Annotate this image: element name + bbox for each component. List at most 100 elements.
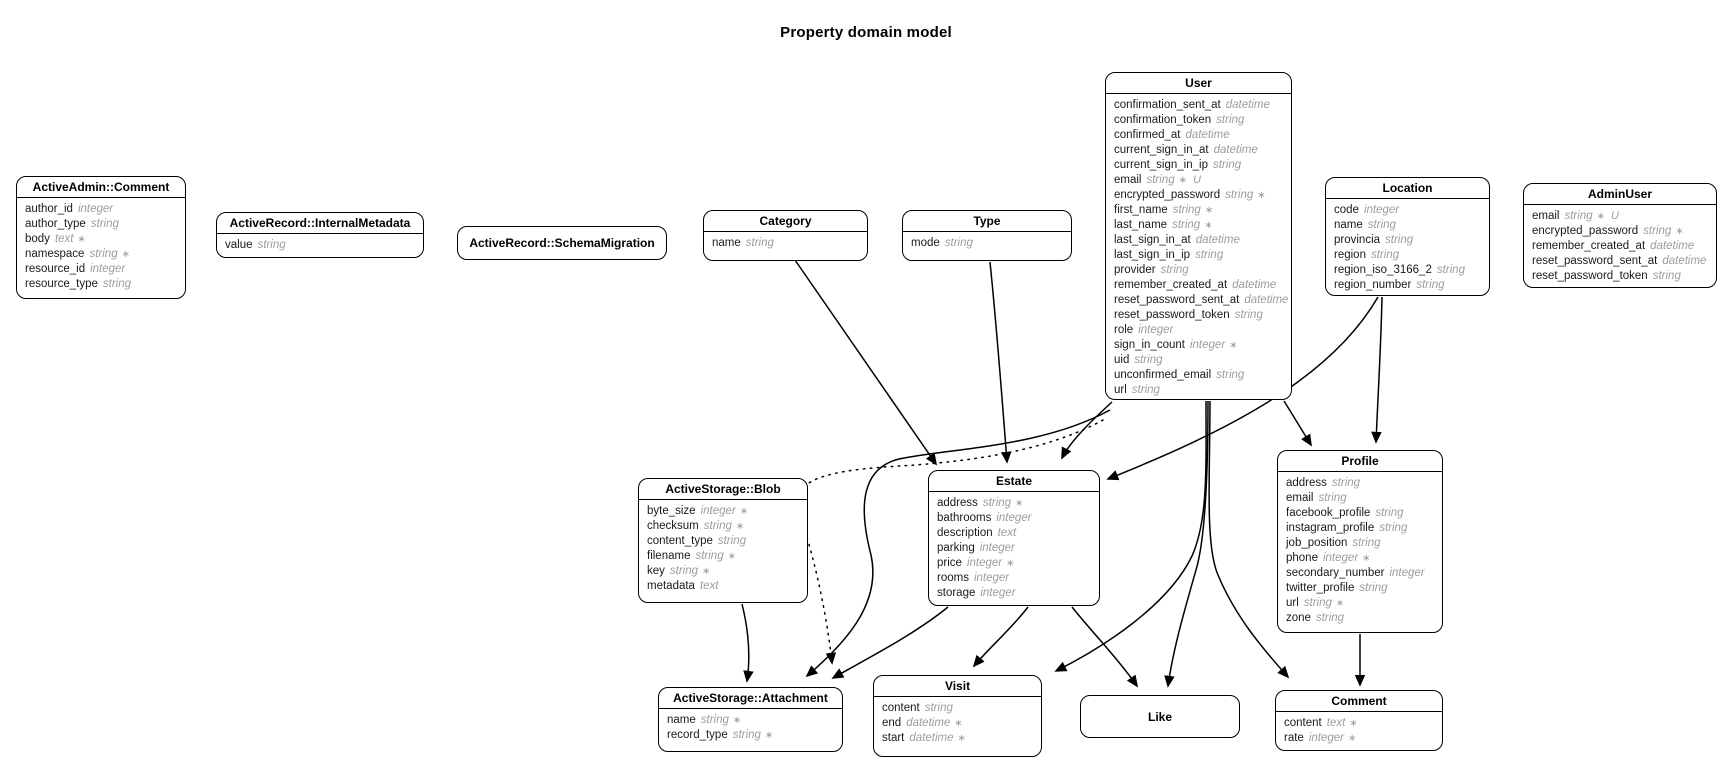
- entity-title-location: Location: [1326, 178, 1489, 199]
- attribute-type: string: [1652, 270, 1681, 282]
- attribute-type: datetime: [906, 717, 951, 729]
- required-marker: ∗: [1596, 211, 1605, 222]
- attribute-type: string: [669, 565, 699, 577]
- attribute-name: storage: [937, 587, 976, 599]
- edge-user-like: [1164, 400, 1209, 688]
- attribute-type: string: [1643, 225, 1672, 237]
- attribute-name: provider: [1114, 264, 1156, 276]
- attribute-name: region: [1334, 249, 1366, 261]
- attribute-type: string: [1131, 384, 1160, 396]
- required-marker: ∗: [1675, 226, 1684, 237]
- attribute-type: text: [1326, 717, 1346, 729]
- attribute-name: reset_password_sent_at: [1532, 255, 1658, 267]
- attribute-name: address: [937, 497, 978, 509]
- attribute-name: twitter_profile: [1286, 582, 1355, 594]
- attribute-name: byte_size: [647, 505, 696, 517]
- entity-active-record-schema-migration: ActiveRecord::SchemaMigration: [457, 226, 667, 260]
- attribute-type: string: [703, 520, 732, 532]
- attribute-name: current_sign_in_at: [1114, 144, 1209, 156]
- entity-title-admin-user: AdminUser: [1524, 184, 1716, 205]
- attribute-name: job_position: [1286, 537, 1348, 549]
- entity-title-visit: Visit: [874, 676, 1041, 697]
- attribute-type: string: [1195, 249, 1224, 261]
- edge-user-estate: [1061, 401, 1113, 460]
- attribute-name: facebook_profile: [1286, 507, 1371, 519]
- attribute-name: zone: [1286, 612, 1311, 624]
- required-marker: ∗: [1015, 498, 1024, 509]
- edge-user-comment: [1208, 400, 1290, 679]
- attribute-type: string: [1331, 477, 1361, 489]
- attribute-name: confirmation_sent_at: [1114, 99, 1221, 111]
- attribute-type: string: [924, 702, 953, 714]
- entity-title-comment: Comment: [1276, 691, 1442, 712]
- attribute-name: phone: [1286, 552, 1318, 564]
- entity-title-active-admin-comment: ActiveAdmin::Comment: [17, 177, 185, 198]
- attribute-name: email: [1114, 174, 1142, 186]
- required-marker: ∗: [764, 730, 774, 741]
- required-marker: ∗: [957, 733, 966, 744]
- attribute-name: resource_id: [25, 263, 86, 275]
- attribute-name: resource_type: [25, 278, 98, 290]
- attribute-type: string: [1216, 114, 1245, 126]
- edge-user-attachment: [805, 409, 1111, 678]
- attribute-name: namespace: [25, 248, 85, 260]
- attribute-name: mode: [911, 237, 940, 249]
- attribute-name: rate: [1284, 732, 1304, 744]
- attribute-name: name: [1334, 219, 1363, 231]
- attribute-type: string: [695, 550, 724, 562]
- required-marker: ∗: [1204, 220, 1213, 231]
- entity-title-active-storage-blob: ActiveStorage::Blob: [639, 479, 807, 500]
- edge-user-visit: [1054, 400, 1207, 672]
- attribute-name: record_type: [667, 729, 728, 741]
- attribute-type: integer: [1322, 552, 1359, 564]
- attribute-name: filename: [647, 550, 691, 562]
- diagram-title: Property domain model: [780, 24, 952, 41]
- attribute-type: string: [1367, 219, 1396, 231]
- attribute-type: string: [1379, 522, 1408, 534]
- entity-title-active-record-internal-metadata: ActiveRecord::InternalMetadata: [217, 213, 423, 234]
- attribute-type: integer: [973, 572, 1010, 584]
- attribute-name: region_iso_3166_2: [1334, 264, 1432, 276]
- attribute-type: string: [1359, 582, 1388, 594]
- attribute-name: uid: [1114, 354, 1130, 366]
- attribute-type: datetime: [1662, 255, 1707, 267]
- attribute-name: last_sign_in_at: [1114, 234, 1191, 246]
- edge-location-profile: [1371, 296, 1383, 444]
- attribute-name: parking: [937, 542, 975, 554]
- edge-estate-like: [1071, 606, 1139, 688]
- attribute-type: string: [1303, 597, 1332, 609]
- attribute-name: unconfirmed_email: [1114, 369, 1212, 381]
- edge-category-estate: [794, 259, 938, 466]
- attribute-type: string: [982, 497, 1012, 509]
- attribute-type: datetime: [1195, 234, 1240, 246]
- attribute-name: url: [1114, 384, 1127, 396]
